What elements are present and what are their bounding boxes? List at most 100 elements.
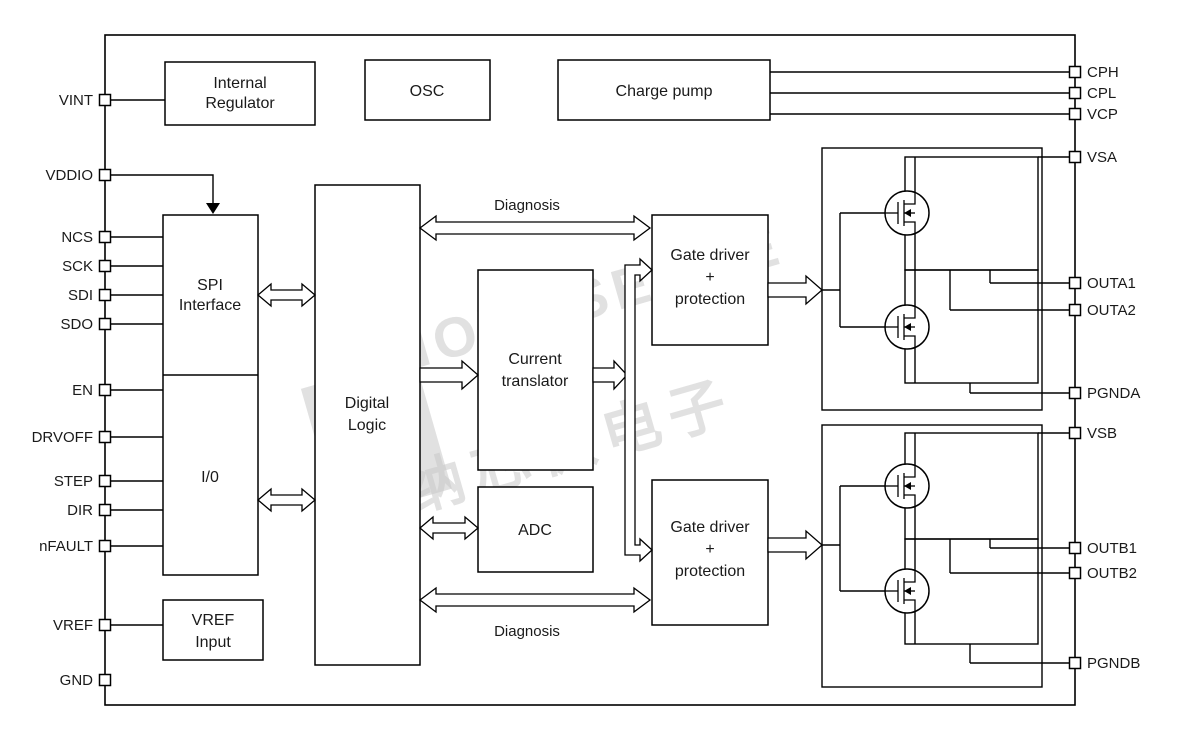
pin-label: EN (72, 382, 93, 399)
block-internal-regulator: Internal Regulator (164, 61, 316, 126)
pin-label: SDI (68, 287, 93, 304)
pin-label: DRVOFF (32, 429, 93, 446)
block-label: Gate driver (670, 247, 750, 264)
pin-vsb (1068, 426, 1082, 440)
block-label: Interface (179, 297, 241, 314)
pin-outa2 (1068, 303, 1082, 317)
block-vref-input: VREF Input (162, 599, 264, 661)
block-gate-driver-a: Gate driver + protection (651, 214, 769, 346)
half-bridge-b (821, 424, 1070, 688)
pin-label: CPL (1087, 85, 1116, 102)
vddio-wire-arrow (110, 174, 220, 214)
block-label: Regulator (205, 95, 275, 112)
nmos-low-side-a-icon (884, 304, 930, 350)
pin-label: OUTA1 (1087, 275, 1136, 292)
block-label: Internal (213, 75, 266, 92)
arrow-spi-digital (256, 282, 317, 308)
block-spi-io: SPI Interface I/0 (162, 214, 259, 576)
arrow-gate-driver-a-bridge (767, 274, 823, 306)
pin-drvoff (98, 430, 112, 444)
block-label: + (705, 269, 714, 286)
pin-sdo (98, 317, 112, 331)
nmos-high-side-a-icon (884, 190, 930, 236)
diagnosis-bottom-label: Diagnosis (494, 623, 560, 640)
block-label: Logic (348, 417, 386, 434)
pin-nfault (98, 539, 112, 553)
nmos-low-side-b-icon (884, 568, 930, 614)
diagnosis-top-label: Diagnosis (494, 197, 560, 214)
pin-label: OUTA2 (1087, 302, 1136, 319)
left-pin-wires (110, 99, 165, 626)
arrow-digital-adc (418, 515, 480, 541)
pin-vsa (1068, 150, 1082, 164)
pin-dir (98, 503, 112, 517)
down-arrowhead-icon (206, 203, 220, 214)
pin-pgndb (1068, 656, 1082, 670)
block-label: protection (675, 563, 745, 580)
block-charge-pump: Charge pump (557, 59, 771, 121)
block-label: protection (675, 291, 745, 308)
pin-label: OUTB1 (1087, 540, 1137, 557)
pin-label: PGNDA (1087, 385, 1140, 402)
block-label: Input (195, 634, 231, 651)
arrow-gate-driver-b-bridge (767, 529, 823, 561)
pin-outb1 (1068, 541, 1082, 555)
pin-label: SDO (60, 316, 93, 333)
bus-arrows (256, 214, 823, 614)
right-pin-labels: CPH CPL VCP VSA OUTA1 OUTA2 PGNDA VSB OU… (1087, 64, 1140, 672)
pin-label: nFAULT (39, 538, 93, 555)
pin-label: VINT (59, 92, 93, 109)
left-pin-labels: VINT VDDIO NCS SCK SDI SDO EN DRVOFF STE… (32, 92, 94, 689)
pin-sdi (98, 288, 112, 302)
arrow-io-digital (256, 487, 317, 513)
pin-label: DIR (67, 502, 93, 519)
right-pins (1068, 65, 1082, 670)
bus-to-gate-drivers (624, 257, 653, 563)
pin-label: VSA (1087, 149, 1117, 166)
block-label: Charge pump (616, 83, 713, 100)
block-label: VREF (192, 612, 235, 629)
pin-label: OUTB2 (1087, 565, 1137, 582)
pin-vint (98, 93, 112, 107)
block-label: I/0 (201, 469, 219, 486)
block-current-translator: Current translator (477, 269, 594, 471)
pin-vref (98, 618, 112, 632)
pin-en (98, 383, 112, 397)
pin-label: VSB (1087, 425, 1117, 442)
block-label: Digital (345, 395, 389, 412)
block-label: Current (508, 351, 562, 368)
pin-gnd (98, 673, 112, 687)
block-adc: ADC (477, 486, 594, 573)
pin-outa1 (1068, 276, 1082, 290)
arrow-diagnosis-bottom (418, 586, 652, 614)
chip-boundary (104, 34, 1076, 706)
nmos-high-side-b-icon (884, 463, 930, 509)
pin-label: VDDIO (45, 167, 93, 184)
pin-label: CPH (1087, 64, 1119, 81)
pin-label: STEP (54, 473, 93, 490)
arrow-diagnosis-top (418, 214, 652, 242)
pin-label: VCP (1087, 106, 1118, 123)
arrow-digital-current-translator (419, 359, 479, 391)
pin-label: NCS (61, 229, 93, 246)
block-osc: OSC (364, 59, 491, 121)
block-digital-logic: Digital Logic (314, 184, 421, 666)
block-label: OSC (410, 83, 445, 100)
pin-label: VREF (53, 617, 93, 634)
pin-sck (98, 259, 112, 273)
pin-cph (1068, 65, 1082, 79)
block-label: ADC (518, 522, 552, 539)
block-label: translator (502, 373, 569, 390)
pin-pgnda (1068, 386, 1082, 400)
pin-step (98, 474, 112, 488)
left-pins (98, 93, 112, 687)
pin-outb2 (1068, 566, 1082, 580)
pin-vcp (1068, 107, 1082, 121)
arrow-current-translator-out (592, 359, 628, 391)
half-bridge-a (821, 147, 1070, 411)
pin-label: PGNDB (1087, 655, 1140, 672)
pin-label: GND (60, 672, 94, 689)
pin-ncs (98, 230, 112, 244)
